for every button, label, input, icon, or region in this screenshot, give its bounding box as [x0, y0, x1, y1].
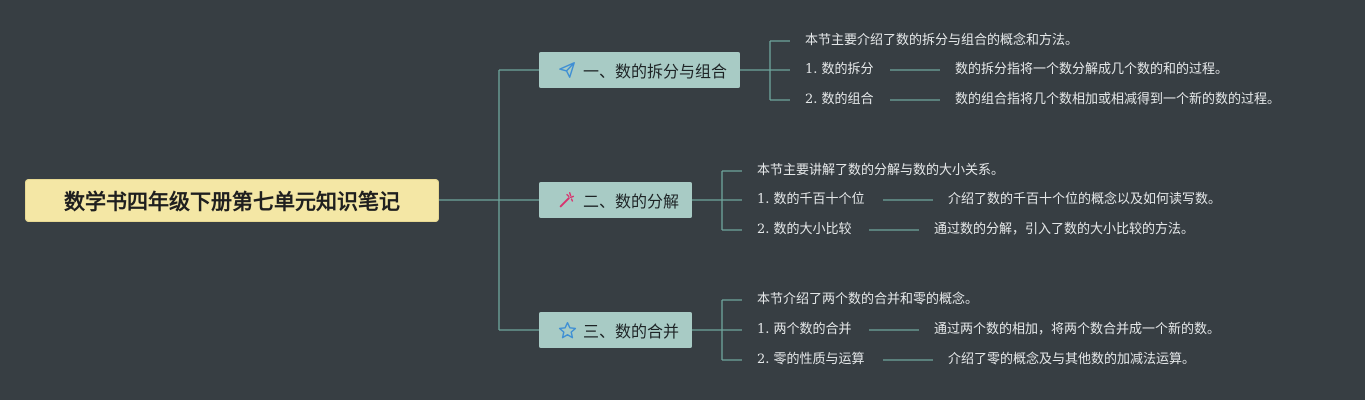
branch-1-item-1-detail[interactable]: 数的拆分指将一个数分解成几个数的和的过程。	[955, 62, 1229, 77]
branch-3-item-2-detail[interactable]: 介绍了零的概念及与其他数的加减法运算。	[948, 352, 1196, 367]
root-topic[interactable]: 数学书四年级下册第七单元知识笔记	[25, 179, 439, 222]
branch-topic-3[interactable]: 三、数的合并	[539, 312, 692, 348]
branch-3-label: 三、数的合并	[583, 322, 680, 341]
branch-3-item-1-detail[interactable]: 通过两个数的相加，将两个数合并成一个新的数。	[934, 322, 1221, 337]
branch-3-item-2-label[interactable]: 2. 零的性质与运算	[757, 352, 865, 367]
branch-2-item-1-detail[interactable]: 介绍了数的千百十个位的概念以及如何读写数。	[948, 192, 1222, 207]
branch-2-summary[interactable]: 本节主要讲解了数的分解与数的大小关系。	[757, 163, 1005, 178]
star-icon	[557, 320, 577, 340]
branch-1-summary[interactable]: 本节主要介绍了数的拆分与组合的概念和方法。	[805, 33, 1079, 48]
branch-2-item-2-detail[interactable]: 通过数的分解，引入了数的大小比较的方法。	[934, 222, 1195, 237]
branch-3-summary[interactable]: 本节介绍了两个数的合并和零的概念。	[757, 292, 979, 307]
branch-2-item-2-label[interactable]: 2. 数的大小比较	[757, 222, 852, 237]
root-title: 数学书四年级下册第七单元知识笔记	[64, 189, 400, 214]
branch-3-item-1-label[interactable]: 1. 两个数的合并	[757, 322, 852, 337]
paper-plane-icon	[557, 60, 577, 80]
branch-1-item-1-label[interactable]: 1. 数的拆分	[805, 62, 874, 77]
branch-1-item-2-detail[interactable]: 数的组合指将几个数相加或相减得到一个新的数的过程。	[955, 92, 1281, 107]
branch-2-label: 二、数的分解	[583, 192, 680, 211]
branch-2-item-1-label[interactable]: 1. 数的千百十个位	[757, 192, 865, 207]
branch-topic-1[interactable]: 一、数的拆分与组合	[539, 52, 740, 88]
branch-1-label: 一、数的拆分与组合	[583, 62, 728, 81]
branch-1-item-2-label[interactable]: 2. 数的组合	[805, 92, 874, 107]
magic-wand-icon	[557, 190, 577, 210]
branch-topic-2[interactable]: 二、数的分解	[539, 182, 692, 218]
